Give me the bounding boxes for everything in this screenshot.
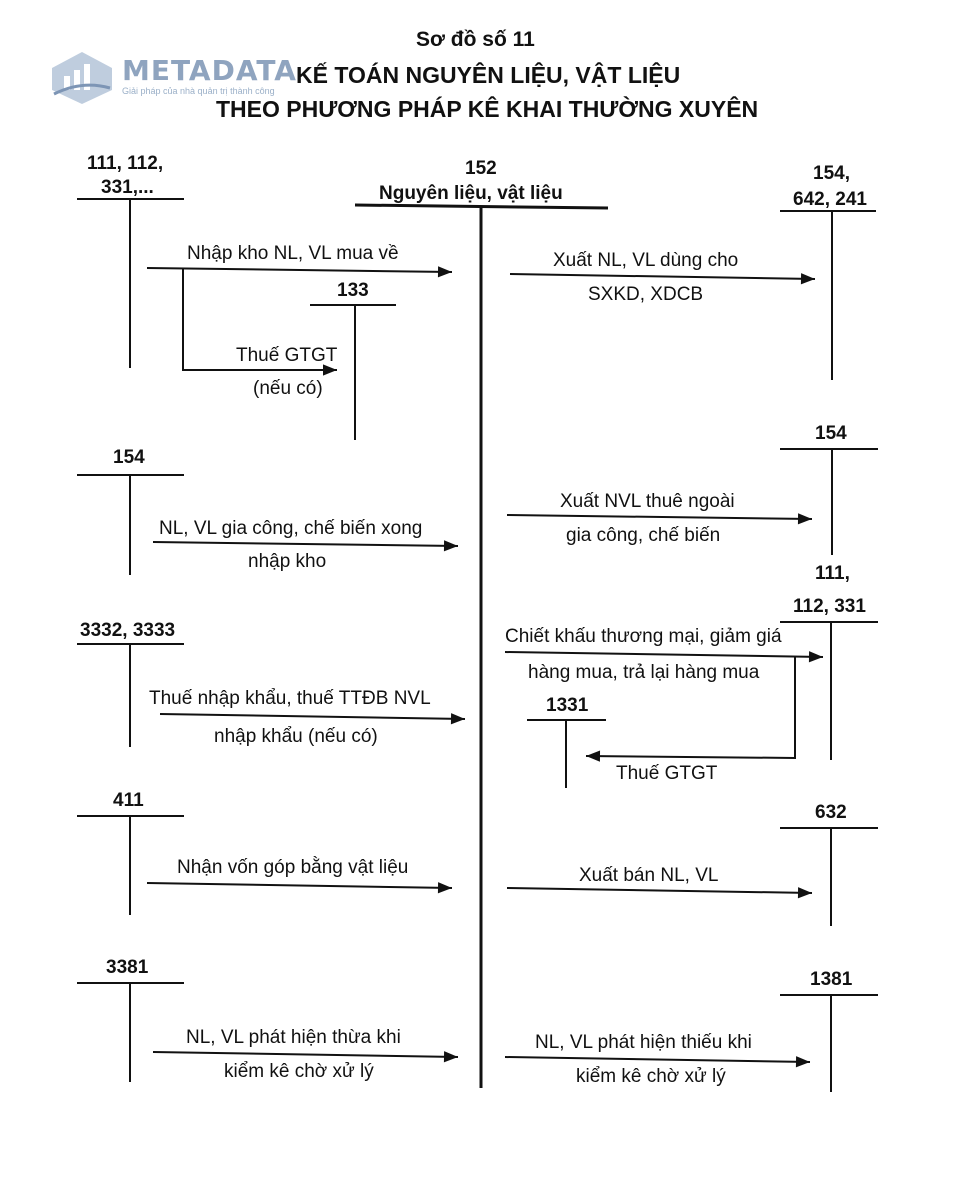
flow-discount-label: Chiết khấu thương mại, giảm giá — [505, 626, 782, 647]
flow-processing-label-2: nhập kho — [248, 551, 327, 572]
account-133-label: 133 — [337, 280, 369, 301]
flow-vat-label: Thuế GTGT — [236, 345, 338, 366]
arrow-shortage — [504, 1056, 811, 1068]
building-chart-icon — [52, 52, 112, 104]
flow-issue-label-2: SXKD, XDCB — [588, 284, 704, 305]
account-3332-label: 3332, 3333 — [80, 620, 176, 641]
account-411-label: 411 — [113, 790, 144, 811]
flow-vat-1331-label: Thuế GTGT — [616, 763, 718, 784]
arrow-surplus — [152, 1051, 459, 1063]
center-account-name: Nguyên liệu, vật liệu — [379, 183, 563, 204]
diagram-number: Sơ đồ số 11 — [416, 28, 535, 51]
account-331-label: 331,... — [101, 177, 154, 198]
flow-processing-label: NL, VL gia công, chế biến xong — [159, 518, 423, 539]
account-111-label: 111, 112, — [87, 153, 164, 174]
account-632-label: 632 — [815, 802, 847, 823]
arrow-issue — [509, 273, 816, 285]
flow-sale-label: Xuất bán NL, VL — [579, 865, 719, 886]
watermark-tagline: Giải pháp của nhà quản trị thành công — [122, 86, 275, 96]
arrow-purchase — [146, 266, 453, 278]
arrow-import-tax — [159, 713, 466, 725]
arrow-outsource — [506, 513, 813, 525]
center-account-code: 152 — [465, 158, 497, 179]
account-1381-label: 1381 — [810, 969, 853, 990]
arrow-processing — [152, 540, 459, 552]
watermark-name: METADATA — [122, 54, 297, 87]
account-111-right-label-1: 111, — [815, 563, 850, 584]
flow-capital-label: Nhận vốn góp bằng vật liệu — [177, 857, 409, 878]
flow-issue-label: Xuất NL, VL dùng cho — [553, 250, 739, 271]
flow-discount-label-2: hàng mua, trả lại hàng mua — [528, 662, 760, 683]
arrow-vat-1331 — [585, 657, 796, 762]
account-154-right-label: 154 — [815, 423, 847, 444]
account-154-left-label: 154 — [113, 447, 145, 468]
diagram-subtitle: THEO PHƯƠNG PHÁP KÊ KHAI THƯỜNG XUYÊN — [216, 96, 759, 122]
account-1331-label: 1331 — [546, 695, 589, 716]
arrow-discount — [504, 651, 824, 663]
flow-import-label: Thuế nhập khẩu, thuế TTĐB NVL — [149, 688, 431, 709]
account-3381-label: 3381 — [106, 957, 149, 978]
flow-purchase-label: Nhập kho NL, VL mua về — [187, 243, 399, 264]
flow-vat-note: (nếu có) — [253, 378, 323, 399]
account-111-right-label-2: 112, 331 — [793, 596, 866, 617]
arrow-capital — [146, 882, 453, 894]
flow-shortage-label-2: kiểm kê chờ xử lý — [576, 1066, 726, 1087]
flow-surplus-label: NL, VL phát hiện thừa khi — [186, 1027, 401, 1048]
flow-surplus-label-2: kiểm kê chờ xử lý — [224, 1061, 374, 1082]
arrow-sale — [506, 887, 813, 899]
flow-import-label-2: nhập khẩu (nếu có) — [214, 726, 378, 747]
arrow-vat-133 — [182, 268, 337, 376]
diagram-title: KẾ TOÁN NGUYÊN LIỆU, VẬT LIỆU — [296, 62, 681, 88]
account-154-642-label-2: 642, 241 — [793, 189, 867, 210]
watermark-logo: METADATA Giải pháp của nhà quản trị thàn… — [50, 50, 320, 110]
account-154-642-label-1: 154, — [813, 163, 850, 184]
flow-shortage-label: NL, VL phát hiện thiếu khi — [535, 1032, 752, 1053]
flow-outsource-label: Xuất NVL thuê ngoài — [560, 491, 735, 512]
flow-outsource-label-2: gia công, chế biến — [566, 525, 721, 546]
